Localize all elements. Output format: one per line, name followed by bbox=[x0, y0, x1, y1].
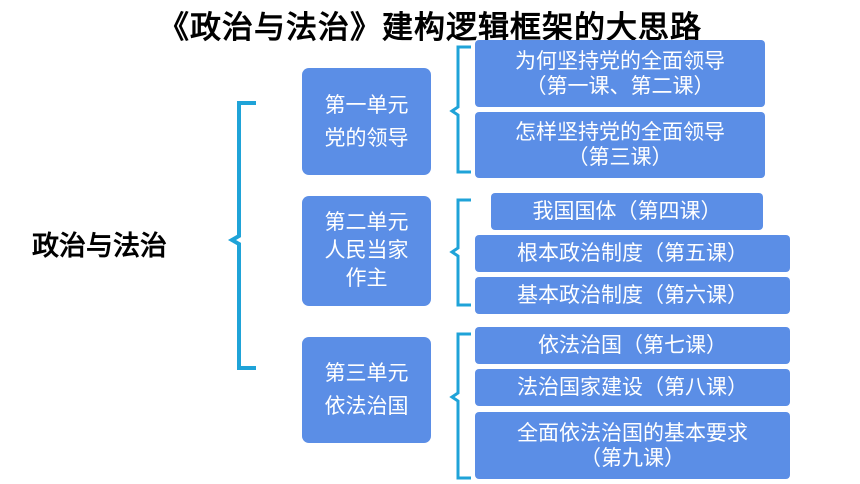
lesson-line: 基本政治制度（第六课） bbox=[517, 283, 748, 308]
lesson-box: 基本政治制度（第六课） bbox=[475, 277, 790, 314]
lesson-line: 我国国体（第四课） bbox=[532, 199, 722, 224]
lesson-line: 依法治国（第七课） bbox=[538, 333, 727, 358]
lesson-box: 根本政治制度（第五课） bbox=[475, 235, 790, 272]
lesson-line: 为何坚持党的全面领导 bbox=[515, 48, 725, 73]
lesson-box: 法治国家建设（第八课） bbox=[475, 369, 790, 406]
unit3-bracket bbox=[449, 332, 471, 480]
lesson-line: 法治国家建设（第八课） bbox=[517, 375, 748, 400]
unit1-bracket bbox=[449, 45, 471, 174]
unit-line: 第二单元 bbox=[324, 210, 409, 235]
unit-box-1: 第一单元 党的领导 bbox=[302, 68, 431, 175]
unit-line: 第三单元 bbox=[324, 361, 409, 386]
root-label: 政治与法治 bbox=[32, 231, 167, 262]
lesson-line: （第一课、第二课） bbox=[525, 73, 715, 98]
root-bracket bbox=[227, 101, 256, 370]
unit-box-2: 第二单元 人民当家 作主 bbox=[302, 196, 431, 306]
unit-line: 人民当家 bbox=[324, 238, 409, 263]
lesson-line: （第三课） bbox=[567, 145, 673, 169]
lesson-line: （第九课） bbox=[580, 445, 685, 470]
lesson-line: 怎样坚持党的全面领导 bbox=[515, 120, 725, 145]
unit-line: 第一单元 bbox=[324, 92, 409, 117]
lesson-line: 根本政治制度（第五课） bbox=[517, 241, 748, 266]
lesson-box: 全面依法治国的基本要求 （第九课） bbox=[475, 412, 790, 479]
lesson-box: 怎样坚持党的全面领导 （第三课） bbox=[475, 112, 765, 178]
lesson-box: 为何坚持党的全面领导 （第一课、第二课） bbox=[475, 40, 765, 107]
unit-box-3: 第三单元 依法治国 bbox=[302, 337, 431, 443]
unit-line: 党的领导 bbox=[324, 125, 409, 150]
lesson-line: 全面依法治国的基本要求 bbox=[517, 420, 748, 445]
unit2-bracket bbox=[449, 198, 471, 307]
lesson-box: 我国国体（第四课） bbox=[491, 193, 763, 230]
unit-line: 作主 bbox=[345, 265, 388, 290]
lesson-box: 依法治国（第七课） bbox=[475, 327, 790, 364]
unit-line: 依法治国 bbox=[324, 394, 409, 418]
